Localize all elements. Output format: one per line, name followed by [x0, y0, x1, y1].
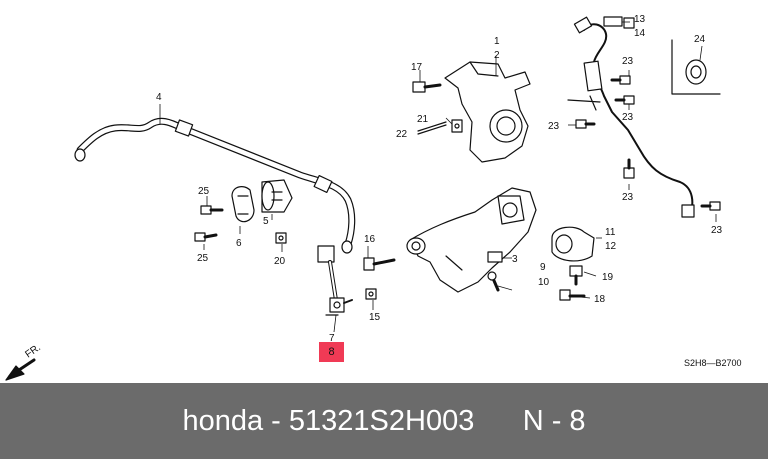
parts-diagram: 4 1 2 17 21 22 25 5 6 25 20 16 15 7 3 9 …	[5, 14, 742, 381]
bolt-18	[559, 289, 586, 301]
caption-bar: honda - 51321S2H003 N - 8	[0, 383, 768, 459]
label-3: 3	[512, 254, 518, 265]
label-7: 7	[329, 333, 335, 344]
label-19: 19	[602, 272, 614, 283]
label-21: 21	[417, 114, 429, 125]
direction-label: FR.	[23, 342, 43, 360]
bolt-23-a	[610, 75, 631, 85]
highlighted-part-label[interactable]: 8	[319, 342, 344, 362]
label-25-lower: 25	[197, 253, 209, 264]
label-25-upper: 25	[198, 186, 210, 197]
bolt-25-lower	[194, 232, 218, 242]
label-23-e: 23	[711, 225, 723, 236]
nut-20	[275, 232, 287, 244]
compliance-bushing	[551, 226, 595, 262]
bolt-16	[363, 257, 396, 271]
label-10: 10	[538, 277, 550, 288]
label-20: 20	[274, 256, 286, 267]
label-23-d: 23	[622, 192, 634, 203]
stabilizer-link	[317, 245, 353, 316]
label-18: 18	[594, 294, 606, 305]
nut-15	[365, 288, 377, 300]
label-24: 24	[694, 34, 706, 45]
label-23-b: 23	[622, 112, 634, 123]
label-13: 13	[634, 14, 646, 25]
lower-arm	[406, 187, 537, 293]
nut-21	[451, 119, 463, 133]
label-1: 1	[494, 36, 500, 47]
bolt-19	[569, 265, 583, 286]
label-6: 6	[236, 238, 242, 249]
bolt-23-b	[614, 95, 635, 105]
label-9: 9	[540, 262, 546, 273]
label-15: 15	[369, 312, 381, 323]
ball-joint	[487, 251, 503, 292]
label-23-c: 23	[548, 121, 560, 132]
label-23-a: 23	[622, 56, 634, 67]
label-22: 22	[396, 129, 408, 140]
bolt-23-d	[623, 158, 635, 179]
bolt-23-c	[575, 119, 596, 129]
cotter-pin-22	[417, 121, 447, 135]
diagram-code: S2H8—B2700	[684, 358, 742, 368]
label-11: 11	[605, 227, 616, 238]
caption-part-number: 51321S2H003	[288, 404, 475, 437]
knuckle	[444, 61, 531, 163]
hub-bearing	[671, 39, 721, 95]
label-12: 12	[605, 241, 617, 252]
label-16: 16	[364, 234, 376, 245]
caption-separator: -	[271, 404, 281, 437]
label-5: 5	[263, 216, 269, 227]
label-2: 2	[494, 50, 500, 61]
label-14: 14	[634, 28, 646, 39]
bolt-23-e	[700, 201, 721, 211]
abs-sensor-wire	[567, 16, 695, 218]
stabilizer-bar	[74, 117, 356, 254]
label-4: 4	[156, 92, 162, 103]
bolt-25-upper	[200, 205, 224, 215]
caption-brand: honda	[182, 404, 264, 437]
bolt-17	[412, 81, 442, 93]
direction-arrow	[5, 358, 36, 381]
caption-position: N - 8	[522, 404, 586, 437]
label-17: 17	[411, 62, 423, 73]
stabilizer-holder	[231, 186, 255, 223]
stabilizer-bushing	[261, 179, 293, 213]
